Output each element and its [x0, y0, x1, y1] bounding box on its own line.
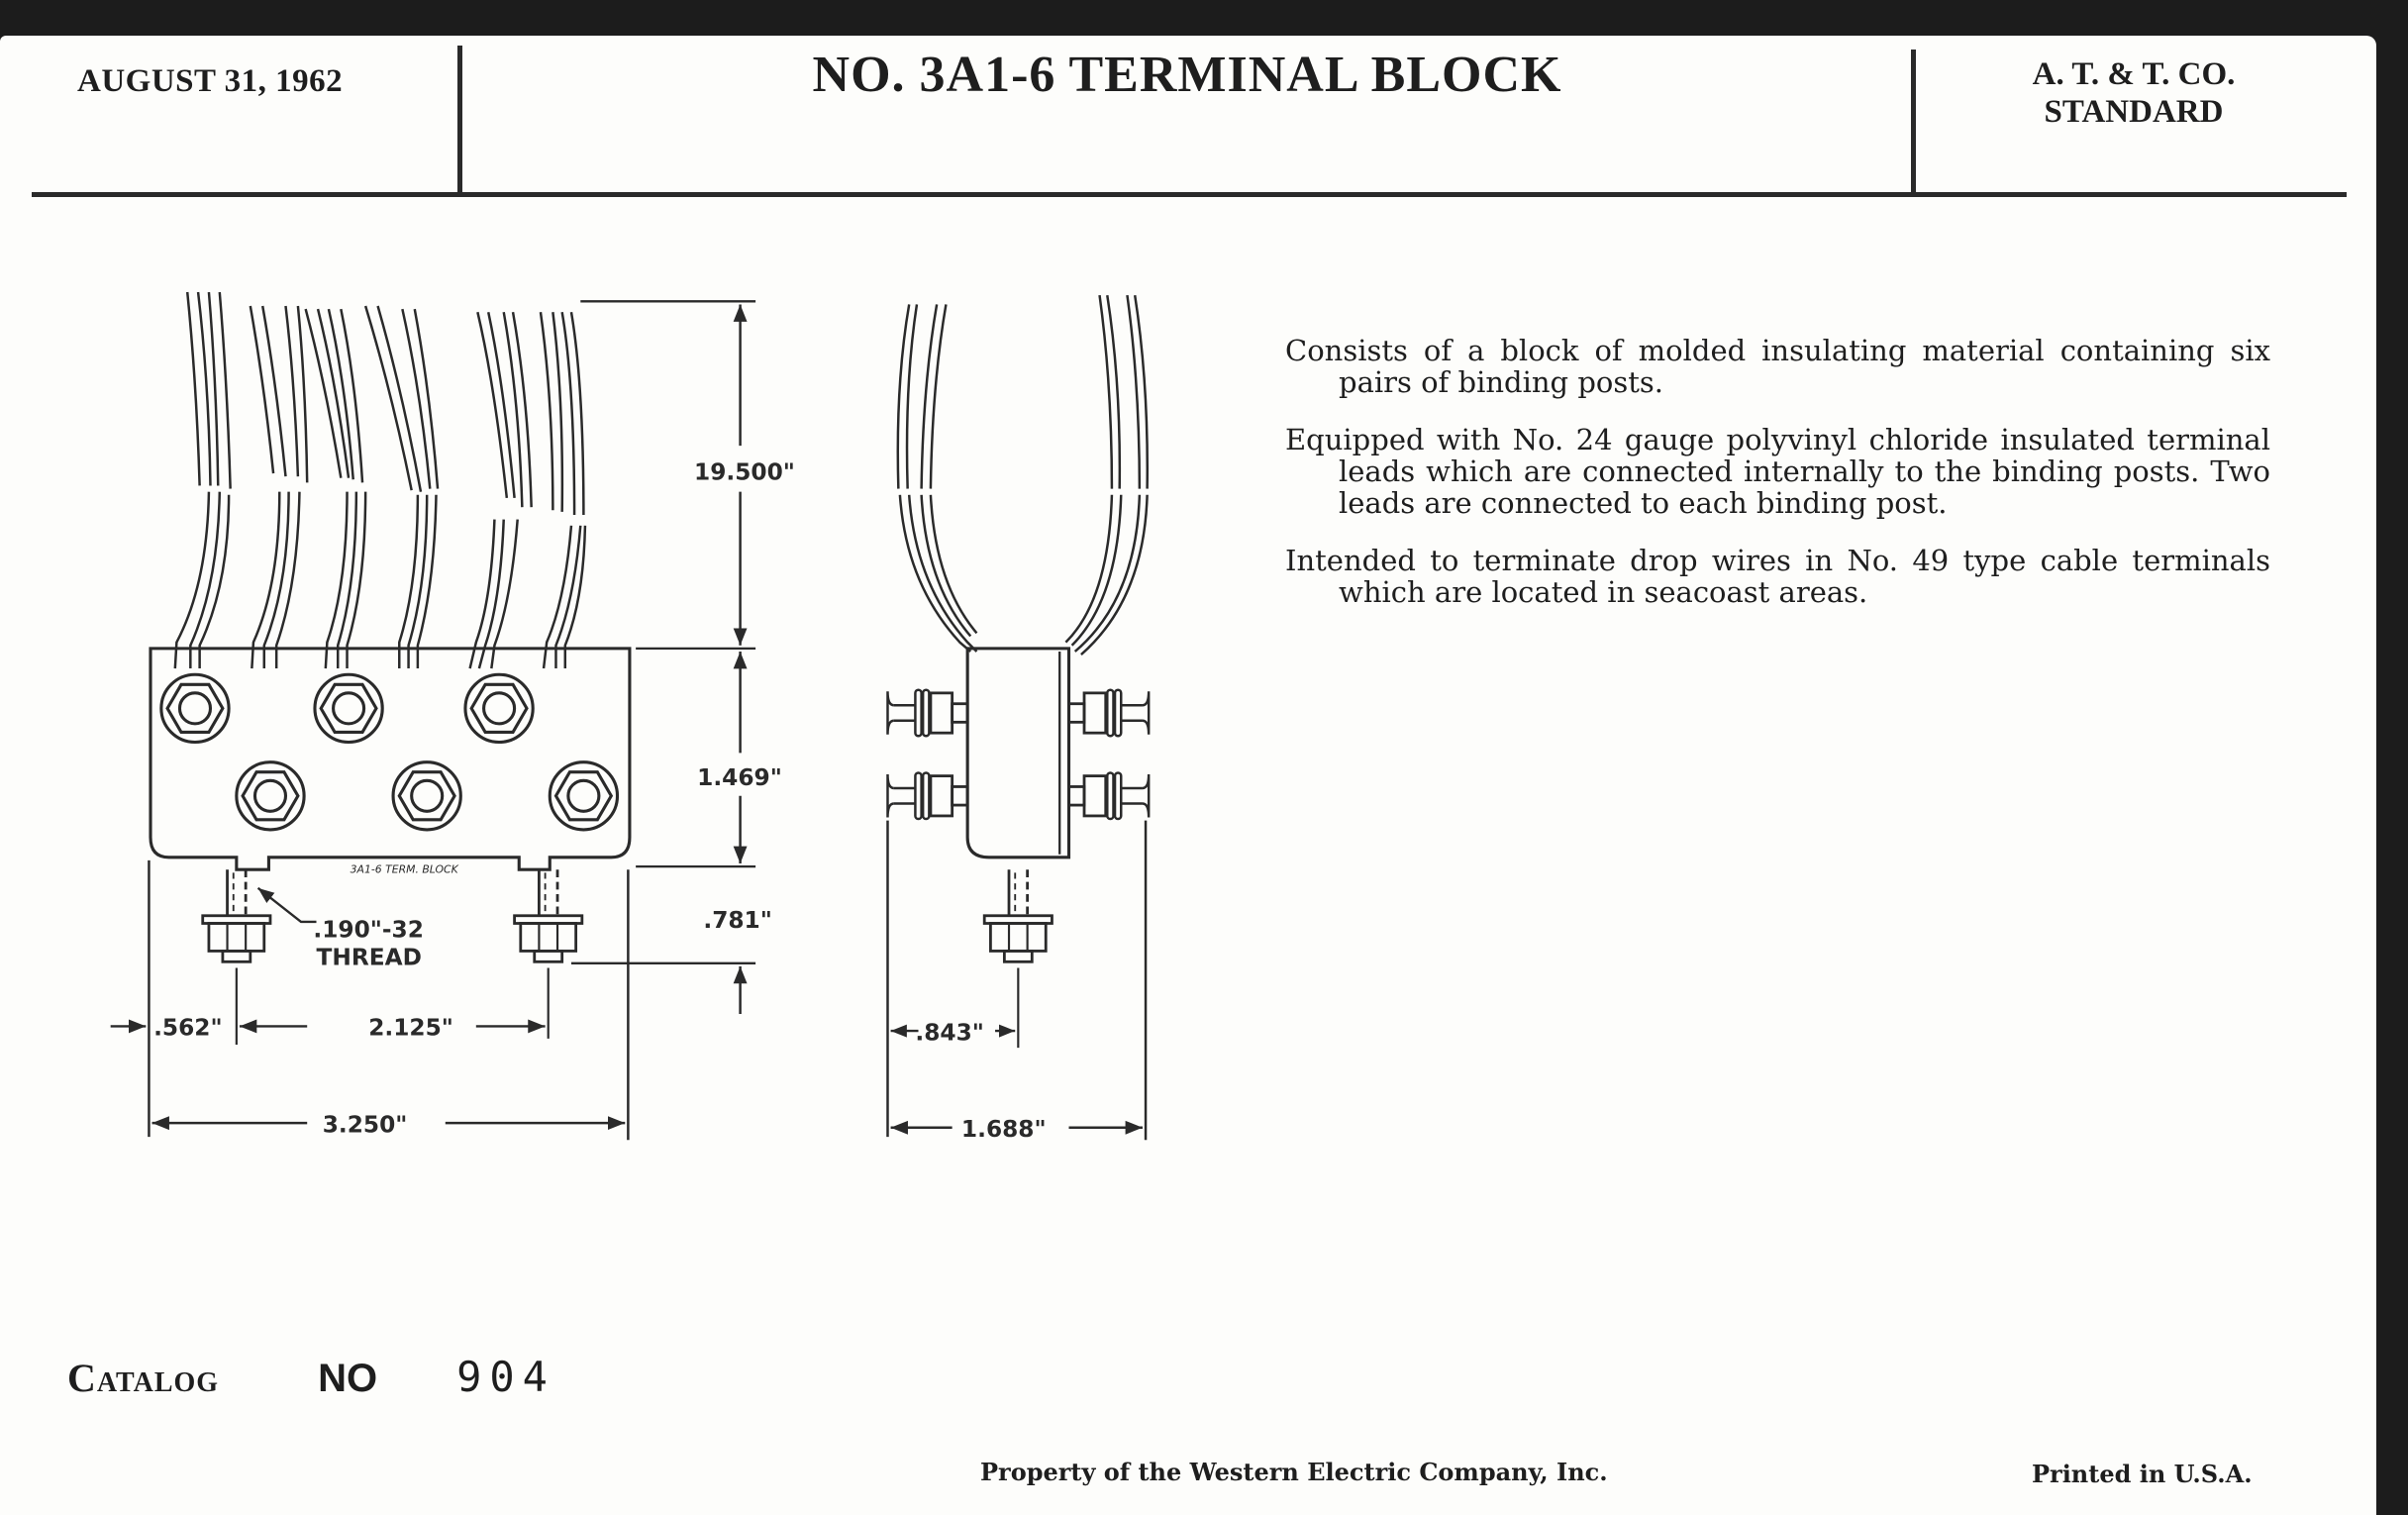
header-divider-left: [457, 46, 462, 194]
binding-post: [159, 672, 231, 745]
lead: [401, 308, 440, 489]
lead: [185, 291, 212, 486]
front-leads: [185, 291, 585, 515]
catalog-label: Catalog: [67, 1356, 220, 1400]
lead: [560, 311, 585, 515]
page-title: NO. 3A1-6 TERMINAL BLOCK: [812, 47, 1562, 103]
dim-lead-length: 19.500": [694, 458, 795, 485]
thread-label: .190"-32: [313, 916, 423, 943]
description-paragraph: Equipped with No. 24 gauge polyvinyl chl…: [1285, 423, 2270, 520]
standard-badge: A. T. & T. CO. STANDARD: [1916, 55, 2352, 131]
description-paragraph: Consists of a block of molded insulating…: [1285, 334, 2270, 399]
lead: [304, 308, 351, 478]
lead: [327, 308, 364, 483]
lead: [363, 305, 423, 492]
dim-block-height: 1.469": [697, 764, 782, 791]
lead: [249, 305, 287, 477]
side-binding-post: [886, 771, 969, 821]
footer-property: Property of the Western Electric Company…: [980, 1458, 1608, 1486]
lead: [476, 311, 516, 499]
dim-stud-length: .781": [703, 907, 771, 934]
side-mounting-stud: [982, 867, 1054, 963]
footer-printed: Printed in U.S.A.: [2032, 1460, 2253, 1488]
side-leads: [896, 294, 1149, 656]
thread-label: THREAD: [317, 944, 422, 970]
side-binding-post: [886, 688, 969, 738]
standard-line-1: A. T. & T. CO.: [2032, 56, 2236, 92]
dim-stud-spacing: 2.125": [368, 1015, 453, 1042]
header-bottom-rule: [32, 192, 2347, 197]
catalog-number: Catalog NO 904: [67, 1353, 555, 1401]
side-block-body: [965, 647, 1071, 859]
block-marking: 3A1-6 TERM. BLOCK: [351, 862, 459, 875]
catalog-sheet: [0, 36, 2376, 1515]
binding-post: [235, 760, 306, 832]
binding-post: [391, 760, 462, 832]
dim-edge-to-stud: .562": [153, 1015, 222, 1042]
lead: [207, 291, 232, 489]
front-leads-lower: [173, 491, 587, 669]
standard-line-2: STANDARD: [2044, 94, 2224, 130]
block-body: [149, 647, 632, 871]
lead: [502, 311, 533, 508]
catalog-number-value: 904: [456, 1353, 555, 1401]
side-binding-post: [1067, 688, 1151, 738]
binding-post: [548, 760, 620, 832]
mounting-stud: [201, 867, 272, 963]
side-binding-post: [1067, 771, 1151, 821]
lead: [284, 305, 309, 483]
binding-post: [463, 672, 535, 745]
description-paragraph: Intended to terminate drop wires in No. …: [1285, 544, 2270, 609]
description: Consists of a block of molded insulating…: [1285, 335, 2270, 634]
catalog-no-label: NO: [318, 1357, 378, 1400]
header-divider-right: [1911, 50, 1916, 196]
binding-post: [313, 672, 384, 745]
dim-side-overall-width: 1.688": [961, 1116, 1047, 1143]
dim-side-half-width: .843": [915, 1019, 983, 1046]
dim-overall-width: 3.250": [323, 1111, 408, 1138]
lead: [539, 312, 564, 512]
mounting-stud: [513, 867, 584, 963]
issue-date: AUGUST 31, 1962: [77, 63, 344, 99]
